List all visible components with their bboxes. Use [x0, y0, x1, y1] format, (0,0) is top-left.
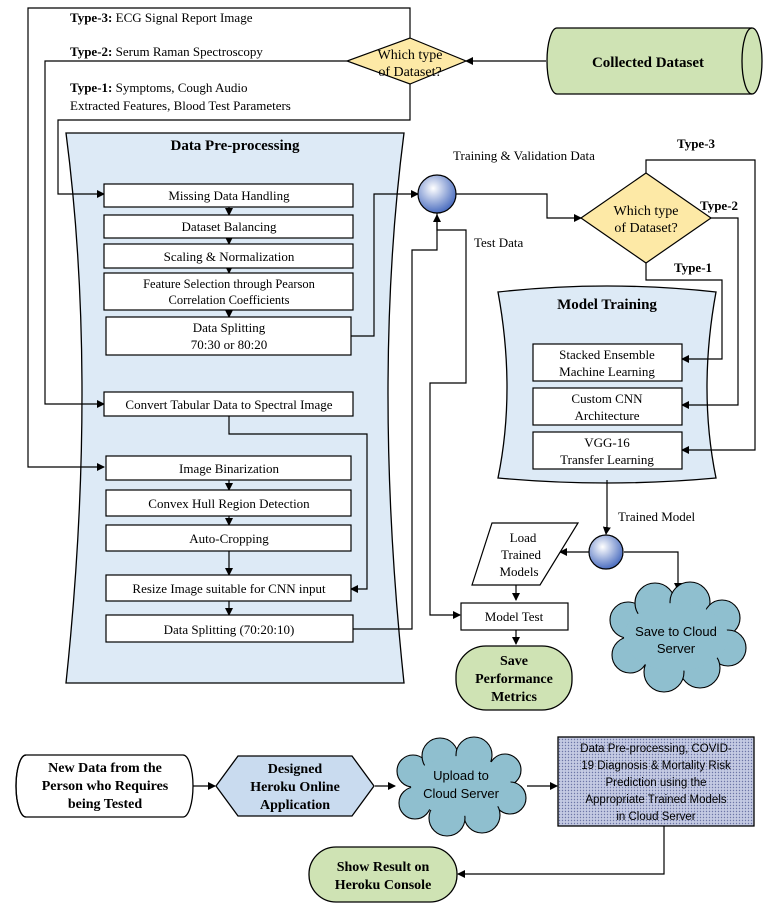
svg-text:VGG-16: VGG-16: [584, 435, 630, 450]
svg-text:Feature Selection through Pear: Feature Selection through Pearson: [143, 277, 316, 291]
preprocessing-title: Data Pre-processing: [170, 138, 300, 154]
dataset-balancing-box: Dataset Balancing: [103, 214, 354, 239]
svg-text:Stacked Ensemble: Stacked Ensemble: [559, 347, 655, 362]
data-splitting-box: Data Splitting 70:30 or 80:20: [105, 316, 352, 356]
svg-text:Type-3: ECG Signal Report Imag: Type-3: ECG Signal Report Image: [70, 10, 253, 25]
show-result-heroku: Show Result on Heroku Console: [308, 846, 458, 903]
vgg16-box: VGG-16 Transfer Learning: [532, 431, 683, 470]
svg-text:Extracted Features, Blood Test: Extracted Features, Blood Test Parameter…: [70, 98, 291, 113]
data-splitting-2-box: Data Splitting (70:20:10): [105, 614, 354, 643]
load-trained-models: Load Trained Models: [471, 522, 580, 586]
heroku-application: Designed Heroku Online Application: [215, 755, 375, 817]
svg-text:70:30 or 80:20: 70:30 or 80:20: [191, 337, 268, 352]
svg-text:Metrics: Metrics: [491, 690, 537, 705]
svg-text:Resize Image suitable for CNN: Resize Image suitable for CNN input: [132, 581, 326, 596]
svg-text:Load: Load: [510, 530, 537, 545]
svg-text:Server: Server: [657, 641, 696, 656]
svg-text:Machine Learning: Machine Learning: [559, 364, 655, 379]
dataset-type-decision-1: Which type of Dataset?: [345, 37, 468, 85]
svg-text:Show Result on: Show Result on: [337, 860, 430, 875]
svg-text:Dataset Balancing: Dataset Balancing: [182, 219, 277, 234]
upload-to-cloud: Upload to Cloud Server: [396, 736, 527, 837]
svg-text:Convex Hull Region Detection: Convex Hull Region Detection: [148, 496, 310, 511]
svg-text:Correlation Coefficients: Correlation Coefficients: [169, 293, 290, 307]
collected-dataset: Collected Dataset: [546, 27, 763, 95]
svg-text:being Tested: being Tested: [68, 797, 143, 812]
svg-text:Collected Dataset: Collected Dataset: [592, 55, 704, 71]
svg-text:19 Diagnosis & Mortality Risk: 19 Diagnosis & Mortality Risk: [581, 760, 731, 772]
svg-text:Image Binarization: Image Binarization: [179, 461, 279, 476]
svg-text:Appropriate Trained Models: Appropriate Trained Models: [585, 794, 727, 806]
svg-text:Save: Save: [500, 654, 528, 669]
svg-text:Custom CNN: Custom CNN: [571, 391, 643, 406]
svg-text:Which type: Which type: [614, 204, 679, 219]
svg-text:Person who Requires: Person who Requires: [42, 779, 169, 794]
svg-text:Trained: Trained: [501, 547, 541, 562]
svg-text:Heroku Console: Heroku Console: [335, 878, 432, 893]
svg-text:Cloud Server: Cloud Server: [423, 786, 500, 801]
svg-text:Heroku Online: Heroku Online: [250, 780, 340, 795]
svg-text:of Dataset?: of Dataset?: [614, 221, 677, 236]
convert-tabular-box: Convert Tabular Data to Spectral Image: [103, 391, 354, 417]
model-test-box: Model Test: [460, 602, 569, 631]
merge-junction-2: [588, 534, 624, 570]
type-labels: Type-3: ECG Signal Report Image Type-2: …: [70, 10, 291, 113]
svg-text:Designed: Designed: [268, 762, 323, 777]
svg-text:Missing Data Handling: Missing Data Handling: [168, 188, 290, 203]
svg-text:New Data from the: New Data from the: [48, 761, 162, 776]
resize-image-box: Resize Image suitable for CNN input: [105, 574, 352, 602]
svg-text:Data Splitting (70:20:10): Data Splitting (70:20:10): [164, 622, 295, 637]
svg-text:Data Splitting: Data Splitting: [193, 320, 266, 335]
feature-selection-box: Feature Selection through Pearson Correl…: [103, 272, 354, 311]
svg-text:Scaling & Normalization: Scaling & Normalization: [164, 249, 295, 264]
svg-text:of Dataset?: of Dataset?: [378, 65, 441, 80]
svg-text:Save to Cloud: Save to Cloud: [635, 624, 717, 639]
svg-text:Prediction using the: Prediction using the: [605, 777, 706, 789]
new-data-input: New Data from the Person who Requires be…: [15, 754, 194, 818]
stacked-ensemble-box: Stacked Ensemble Machine Learning: [532, 343, 683, 382]
missing-data-box: Missing Data Handling: [103, 183, 354, 208]
svg-text:Type-2: Serum Raman Spectrosco: Type-2: Serum Raman Spectroscopy: [70, 44, 263, 59]
dataset-type-decision-2: Which type of Dataset?: [579, 172, 713, 264]
svg-text:Transfer Learning: Transfer Learning: [560, 452, 654, 467]
connectors: [27, 7, 756, 878]
convex-hull-box: Convex Hull Region Detection: [105, 489, 352, 517]
save-performance-metrics: Save Performance Metrics: [455, 645, 573, 711]
cloud-processing-box: Data Pre-processing, COVID- 19 Diagnosis…: [557, 736, 755, 827]
svg-text:Performance: Performance: [475, 672, 553, 687]
svg-text:Convert Tabular Data to Spectr: Convert Tabular Data to Spectral Image: [125, 397, 332, 412]
train-validation-label: Training & Validation Data: [453, 148, 595, 163]
svg-text:Which type: Which type: [378, 48, 443, 63]
svg-text:Models: Models: [500, 564, 539, 579]
svg-text:Type-1: Symptoms, Cough Audio: Type-1: Symptoms, Cough Audio: [70, 80, 247, 95]
auto-cropping-box: Auto-Cropping: [105, 524, 352, 552]
type-2-label: Type-2: [700, 198, 738, 213]
svg-text:Data Pre-processing, COVID-: Data Pre-processing, COVID-: [580, 743, 732, 755]
scaling-box: Scaling & Normalization: [103, 243, 354, 269]
trained-model-label: Trained Model: [618, 509, 696, 524]
svg-text:Model Test: Model Test: [485, 609, 544, 624]
svg-text:in Cloud Server: in Cloud Server: [616, 811, 695, 823]
merge-junction-1: [417, 174, 457, 214]
type-3-label: Type-3: [677, 136, 716, 151]
svg-text:Upload to: Upload to: [433, 768, 489, 783]
svg-text:Application: Application: [260, 798, 330, 813]
type-1-label: Type-1: [674, 260, 712, 275]
model-training-title: Model Training: [557, 297, 657, 313]
svg-text:Architecture: Architecture: [575, 408, 640, 423]
svg-text:Auto-Cropping: Auto-Cropping: [189, 531, 269, 546]
image-binarization-box: Image Binarization: [105, 455, 352, 481]
custom-cnn-box: Custom CNN Architecture: [532, 387, 683, 426]
save-to-cloud-server: Save to Cloud Server: [609, 581, 747, 693]
test-data-label: Test Data: [474, 235, 523, 250]
